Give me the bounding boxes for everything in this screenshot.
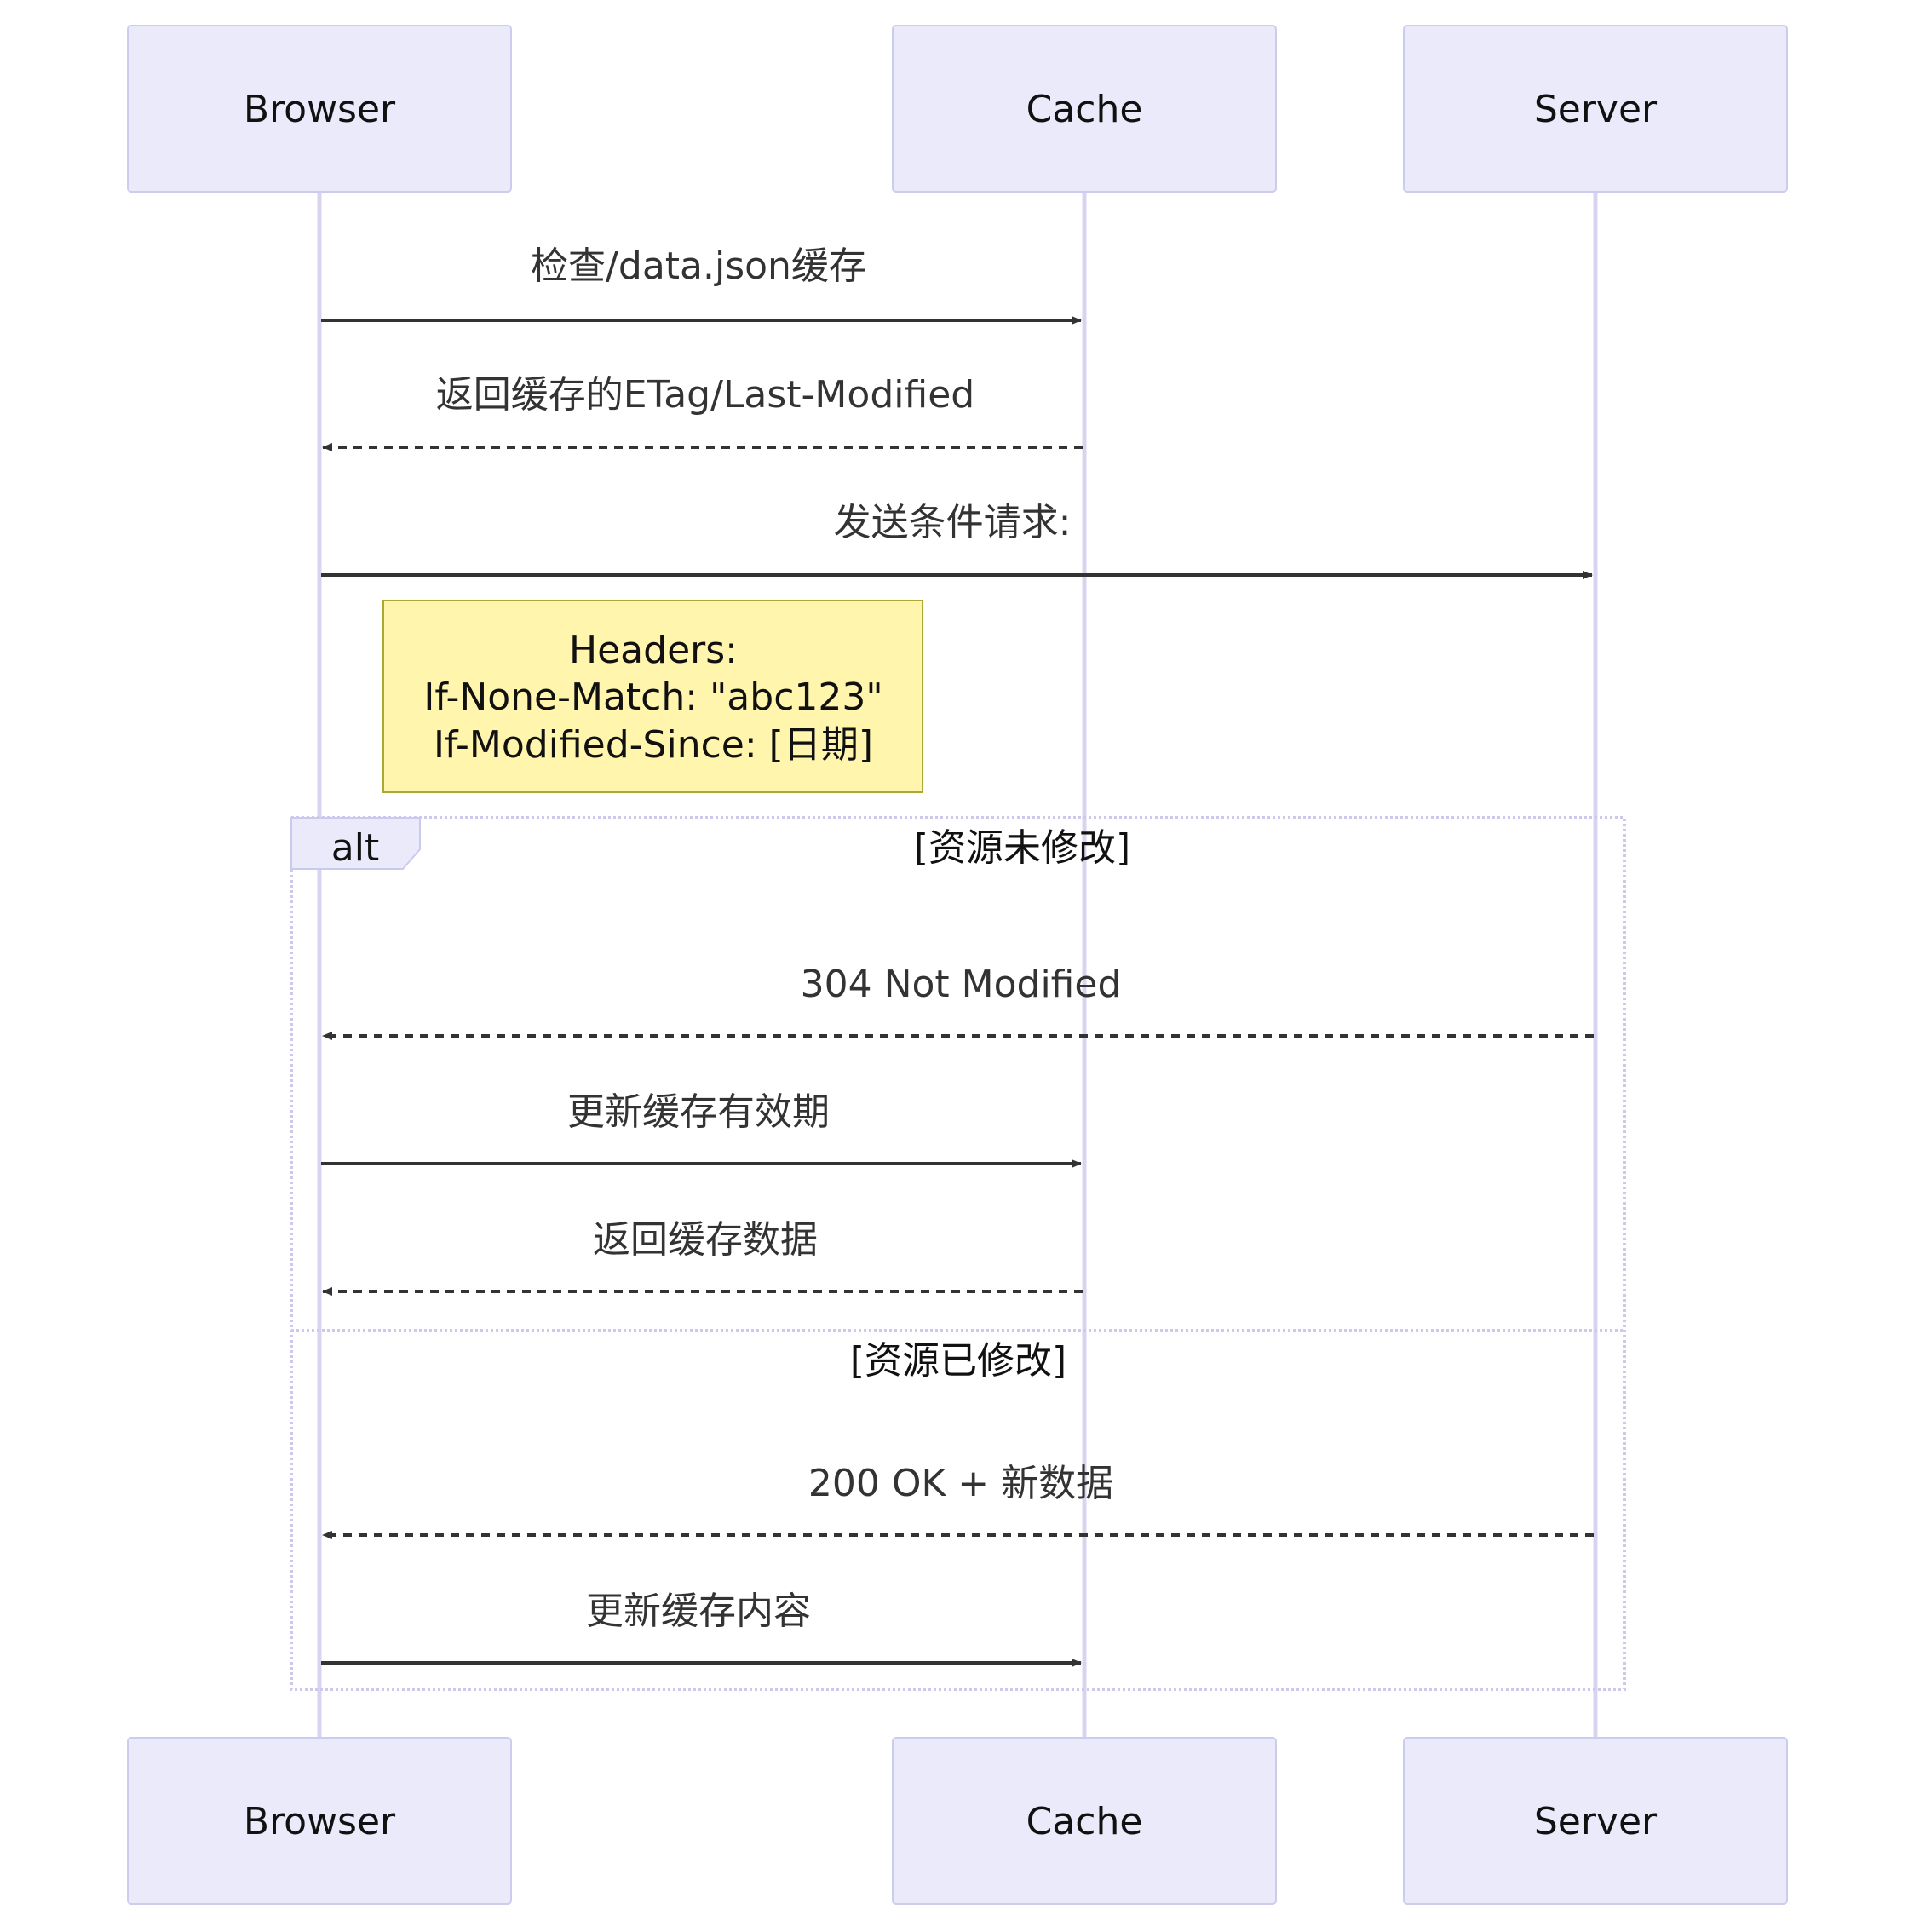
actor-cache-bottom-label: Cache — [1026, 1800, 1143, 1843]
message-update-validity: 更新缓存有效期 — [321, 1090, 1082, 1168]
actor-browser-bottom: Browser — [127, 1737, 512, 1905]
message-conditional-request-label: 发送条件请求: — [834, 501, 1072, 544]
actor-browser-bottom-label: Browser — [244, 1800, 396, 1843]
actor-cache-top: Cache — [892, 25, 1277, 193]
message-200-ok: 200 OK + 新数据 — [322, 1462, 1594, 1539]
message-304-label: 304 Not Modified — [801, 963, 1122, 1006]
note-line-3: If-Modified-Since: [日期] — [434, 723, 873, 767]
message-update-validity-label: 更新缓存有效期 — [567, 1090, 830, 1134]
actor-cache-bottom: Cache — [892, 1737, 1277, 1905]
message-return-etag-label: 返回缓存的ETag/Last-Modified — [436, 373, 974, 417]
alt-condition-modified: [资源已修改] — [850, 1339, 1066, 1383]
message-304: 304 Not Modified — [322, 963, 1594, 1040]
actor-cache-top-label: Cache — [1026, 88, 1143, 131]
alt-frame: alt [资源未修改] [资源已修改] — [290, 816, 1626, 1691]
alt-frame-tab — [290, 817, 421, 870]
message-conditional-request: 发送条件请求: — [321, 501, 1593, 579]
message-update-cache-content: 更新缓存内容 — [321, 1590, 1082, 1667]
alt-condition-unmodified: [资源未修改] — [914, 826, 1130, 870]
actor-server-top-label: Server — [1534, 88, 1658, 131]
message-check-cache-label: 检查/data.json缓存 — [531, 244, 866, 288]
message-return-etag: 返回缓存的ETag/Last-Modified — [322, 373, 1083, 451]
message-check-cache: 检查/data.json缓存 — [321, 244, 1082, 325]
message-200-ok-label: 200 OK + 新数据 — [808, 1462, 1113, 1505]
note-headers-box — [382, 600, 923, 793]
alt-frame-keyword: alt — [331, 826, 379, 870]
actor-server-top: Server — [1403, 25, 1788, 193]
actor-browser-top-label: Browser — [244, 88, 396, 131]
message-update-cache-content-label: 更新缓存内容 — [586, 1590, 811, 1633]
message-return-cached-data: 返回缓存数据 — [322, 1218, 1083, 1296]
note-line-2: If-None-Match: "abc123" — [423, 676, 882, 719]
actor-server-bottom-label: Server — [1534, 1800, 1658, 1843]
message-return-cached-data-label: 返回缓存数据 — [593, 1218, 818, 1262]
actor-browser-top: Browser — [127, 25, 512, 193]
note-headers: Headers: If-None-Match: "abc123" If-Modi… — [382, 600, 923, 793]
note-line-1: Headers: — [569, 629, 738, 672]
alt-frame-border — [290, 816, 1626, 1691]
actor-server-bottom: Server — [1403, 1737, 1788, 1905]
